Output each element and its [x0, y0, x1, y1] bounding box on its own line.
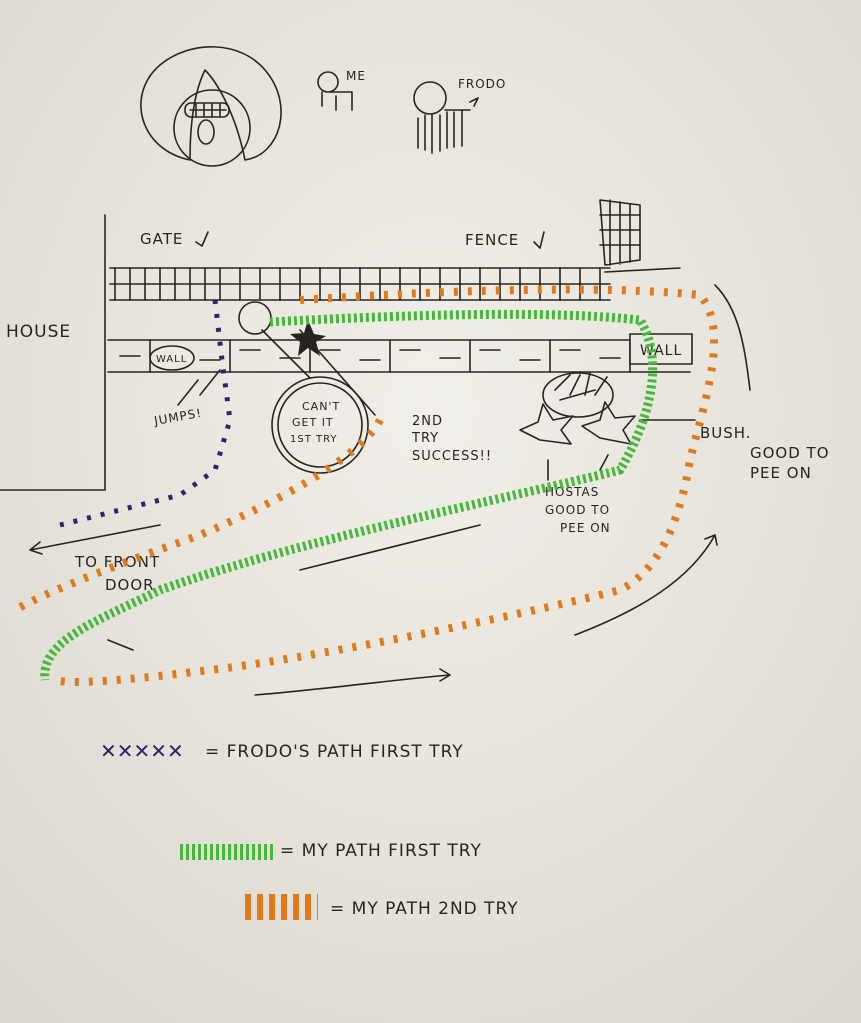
legend-x-marks-icon: ✕✕✕✕✕ [100, 739, 184, 763]
success-label-line3: SUCCESS!! [412, 449, 492, 464]
success-label-line2: TRY [411, 431, 439, 446]
frodo-label: FRODO [458, 77, 506, 91]
cant-label-line2: GET IT [292, 416, 334, 429]
bush-label-line2: GOOD TO [750, 444, 830, 462]
jumps-arrows [177, 369, 221, 406]
success-label-line1: 2ND [412, 414, 443, 429]
legend-frodo-text: = FRODO'S PATH FIRST TRY [205, 742, 464, 762]
legend: ✕✕✕✕✕ = FRODO'S PATH FIRST TRY = MY PATH… [100, 739, 519, 920]
cant-label-line1: CAN'T [302, 400, 340, 413]
cant-label-line3: 1ST TRY [290, 434, 338, 445]
bush-label-line3: PEE ON [750, 464, 812, 482]
hostas-arrow-icons [547, 454, 609, 481]
gate-label: GATE [140, 230, 183, 248]
legend-second-path-text: = MY PATH 2ND TRY [330, 899, 519, 919]
legend-first-path-text: = MY PATH FIRST TRY [280, 841, 482, 861]
front-door-label-line1: TO FRONT [74, 553, 160, 571]
gate-arrow-icon [195, 231, 209, 247]
legend-item-frodo-path: ✕✕✕✕✕ = FRODO'S PATH FIRST TRY [100, 739, 464, 763]
bush-drawing [542, 372, 614, 418]
my-path-second-try [13, 285, 719, 686]
me-dog-drawing [317, 71, 353, 111]
me-label: ME [346, 69, 366, 83]
frodo-dog-drawing [413, 81, 471, 154]
frodo-arrow-icon [469, 97, 479, 107]
house-label: HOUSE [6, 322, 71, 342]
wall-left-label: WALL [156, 354, 187, 365]
front-door-label-line2: DOOR [105, 576, 155, 594]
hostas-label-line3: PEE ON [560, 521, 611, 535]
cant-get-it-circle [271, 376, 369, 474]
legend-item-my-first-path: = MY PATH FIRST TRY [180, 841, 482, 861]
star-icon [290, 320, 326, 356]
fence-label: FENCE [465, 231, 519, 249]
fence-arrow-icon [533, 231, 545, 249]
hostas-drawing [519, 401, 636, 445]
my-path-first-try [40, 309, 658, 681]
fence-drawing [109, 199, 641, 301]
house-outline [0, 214, 106, 491]
bush-label-line1: BUSH. [700, 424, 752, 442]
wall-right-label: WALL [640, 343, 682, 359]
direction-arrows [107, 267, 751, 696]
hostas-label-line1: HOSTAS [545, 485, 599, 499]
front-door-arrow-icon [29, 524, 161, 555]
legend-item-my-second-path: = MY PATH 2ND TRY [245, 894, 519, 920]
hostas-label-line2: GOOD TO [545, 503, 610, 517]
cant-get-it-inner-circle [277, 382, 363, 468]
owner-face-drawing [140, 46, 282, 167]
